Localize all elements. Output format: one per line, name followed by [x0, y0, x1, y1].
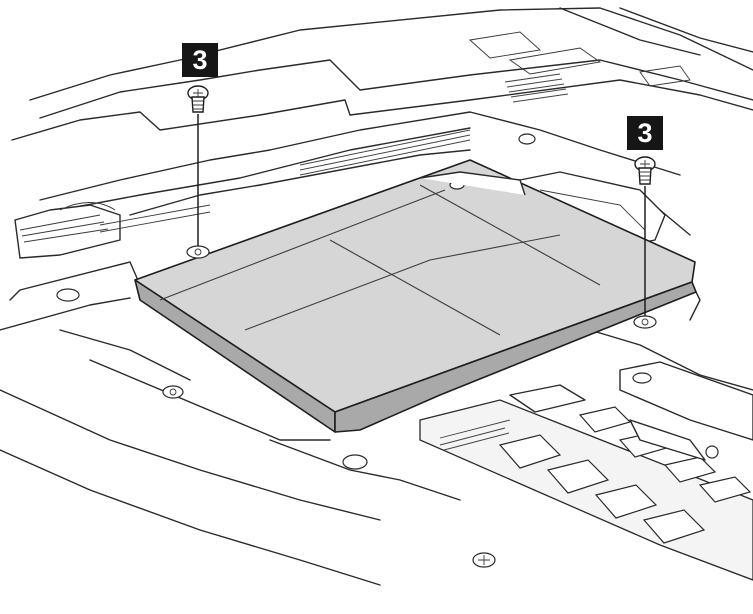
- right-screw-icon: [633, 156, 657, 329]
- left-screw-icon: [186, 85, 210, 259]
- upper-vent: [299, 73, 569, 176]
- callout-step-3-left: 3: [182, 43, 218, 77]
- drive-bay-well: [0, 111, 753, 586]
- hard-drive: [134, 159, 697, 433]
- bottom-screw-boss: [472, 552, 496, 568]
- chassis-back-wall: [11, 7, 753, 141]
- left-connector: [14, 202, 211, 259]
- callout-step-3-right: 3: [627, 116, 663, 150]
- memory-module: [419, 361, 753, 581]
- standoffs: [56, 133, 536, 470]
